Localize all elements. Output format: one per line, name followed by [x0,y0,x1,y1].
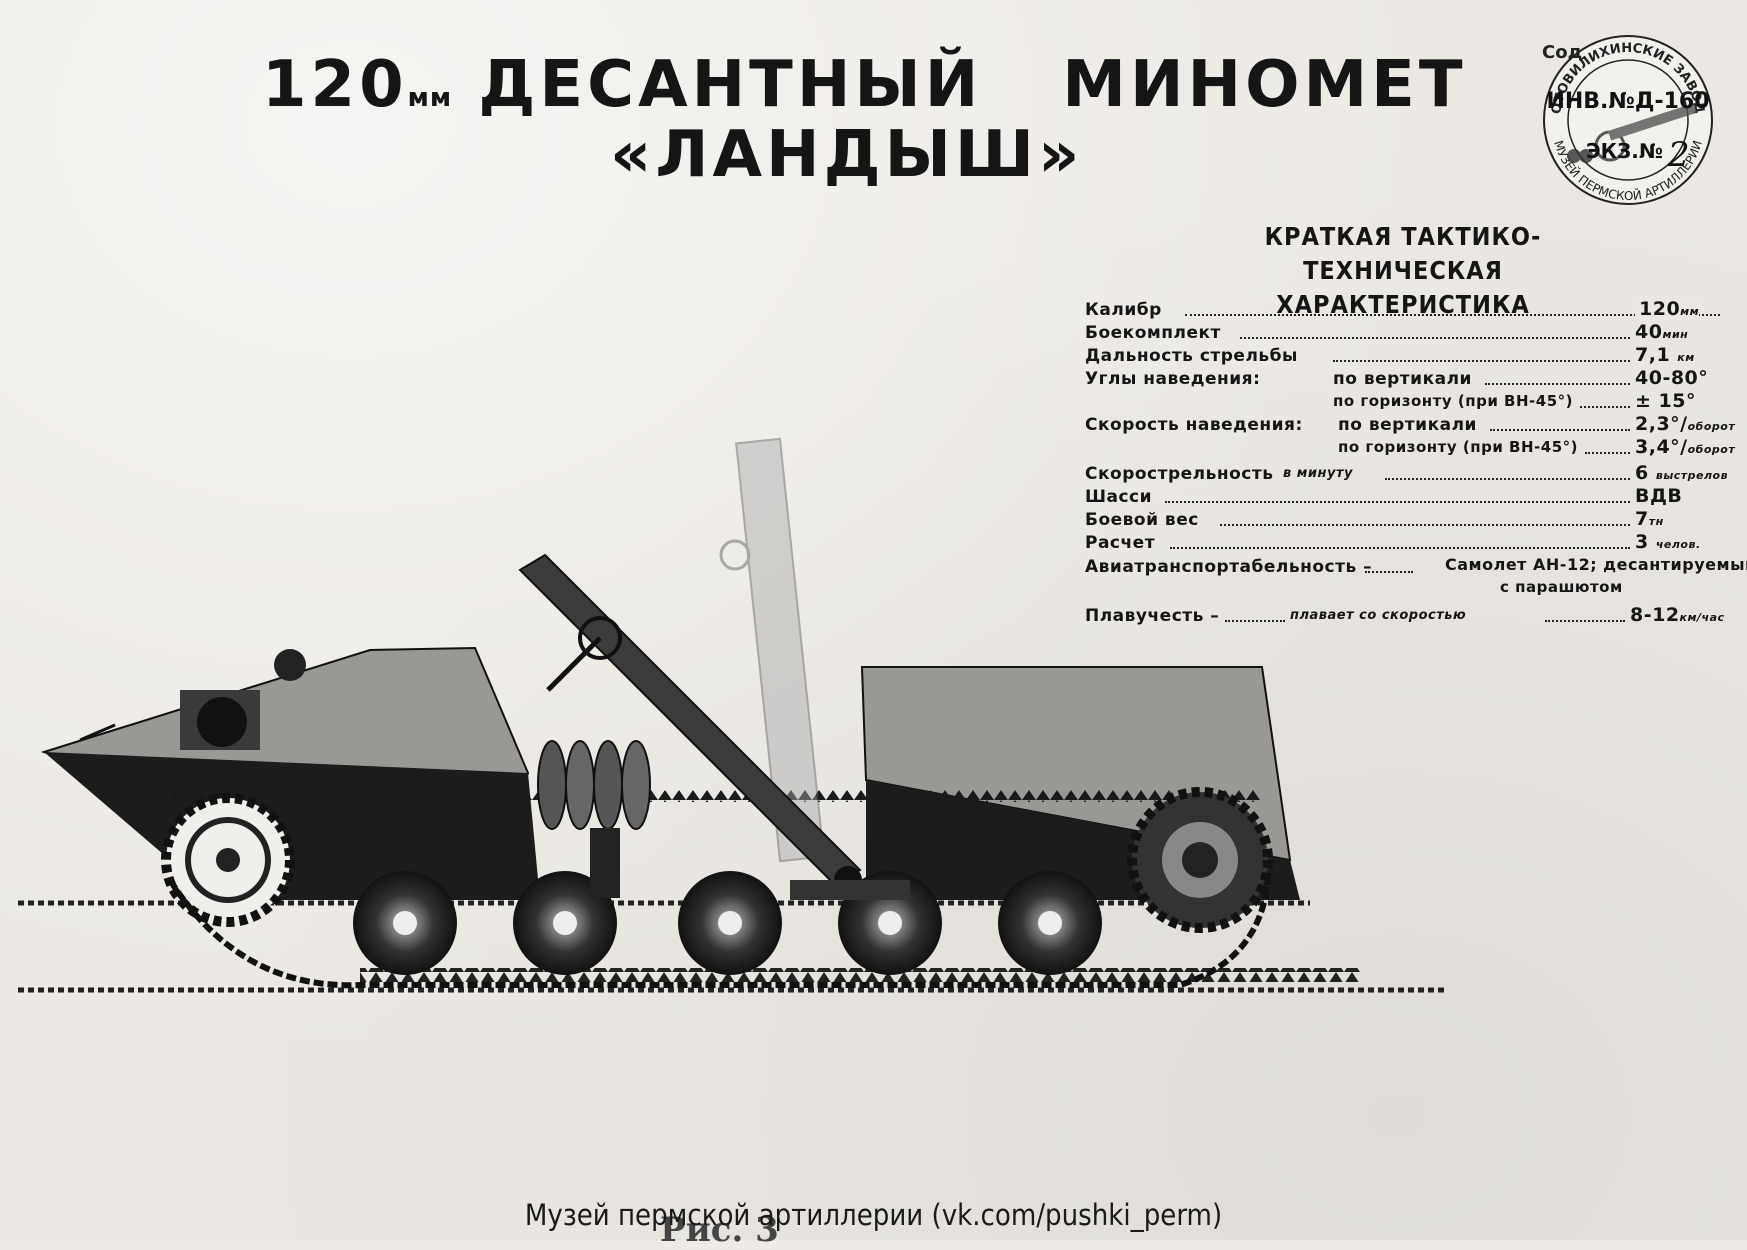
spec-row-laying-speed-horizontal: по горизонту (при ВН-45°) 3,4°/оборот [1085,436,1736,462]
spec-note: в минуту [1283,466,1353,481]
title-word-desantny: ДЕСАНТНЫЙ [478,48,983,122]
upper-track [170,790,1260,802]
spec-row-chassis: Шасси ВДВ [1085,485,1735,511]
spec-row-laying-speed-vertical: Скорость наведения: по вертикали 2,3°/об… [1085,413,1736,439]
spec-row-combat-weight: Боевой вес 7тн [1085,508,1735,534]
spec-value: 40-80° [1635,367,1709,389]
cannon-emblem-icon [1567,103,1697,163]
spec-label: Скорострельность [1085,464,1274,484]
spec-value: 7,1 км [1635,344,1695,366]
title-caliber: 120 [262,48,408,122]
spec-row-rate-of-fire: Скорострельность в минуту 6 выстрелов [1085,462,1735,488]
spec-heading: Краткая тактико-техническая характеристи… [1168,220,1638,322]
front-hull [40,646,540,900]
spec-row-buoyancy: Плавучесть – плавает со скоростью 8-12км… [1085,604,1735,630]
spec-row-ammo: Боекомплект 40мин [1085,321,1735,347]
stamp-corner-text: Сод [1542,42,1582,63]
spec-row-traverse: по горизонту (при ВН-45°) ± 15° [1085,390,1735,416]
title-word-minomet: МИНОМЕТ [1062,48,1467,122]
title-caliber-unit: мм [407,83,453,113]
spec-label: Боевой вес [1085,510,1199,530]
spec-row-crew: Расчет 3 челов. [1085,531,1735,557]
elevation-handwheel-icon [578,616,622,660]
spec-label: Калибр [1085,300,1162,320]
spec-value: 40мин [1635,321,1689,343]
spec-label: Скорость наведения: [1085,415,1303,435]
mortar-tube-raised [719,437,825,863]
front-sprocket [161,793,295,927]
spec-value: с парашютом [1500,578,1623,596]
spec-row-air-transport: Авиатранспортабельность – Самолет АН-12;… [1085,555,1747,581]
spec-row-air-transport-cont: с парашютом [1085,578,1735,604]
museum-caption: Музей пермской артиллерии (vk.com/pushki… [524,1198,1223,1232]
mortar-tube [518,553,910,900]
spec-label: Боекомплект [1085,323,1221,343]
stamp-inventory: ИНВ.№Д-160 [1546,89,1709,114]
spec-label: Дальность стрельбы [1085,346,1298,366]
stamp-copy-label: ЭКЗ.№ [1586,139,1663,163]
lower-track [167,878,1271,989]
spec-sublabel: по горизонту (при ВН-45°) [1333,392,1573,410]
spec-value: 7тн [1635,508,1664,530]
spec-label: Углы наведения: [1085,369,1261,389]
spec-row-range: Дальность стрельбы 7,1 км [1085,344,1735,370]
spec-row-elevation: Углы наведения: по вертикали 40-80° [1085,367,1735,393]
rear-idler [1127,787,1273,933]
spec-value: 3,4°/оборот [1635,436,1736,458]
spec-sublabel: по горизонту (при ВН-45°) [1338,438,1578,456]
spec-note: плавает со скоростью [1290,608,1467,623]
spec-label: Плавучесть – [1085,606,1220,626]
spec-value: Самолет АН-12; десантируемый [1445,555,1747,574]
spec-row-caliber: Калибр 120мм [1085,298,1735,324]
spec-heading-line1: Краткая тактико-техническая [1264,222,1542,285]
stamp-copy-number: 2 [1667,135,1690,175]
spec-value: 120мм [1635,298,1700,320]
spec-value: 6 выстрелов [1635,462,1729,484]
spec-label: Шасси [1085,487,1153,507]
spec-sublabel: по вертикали [1333,369,1472,389]
spec-label: Авиатранспортабельность – [1085,557,1373,577]
spec-value: ВДВ [1635,485,1683,507]
spec-label: Расчет [1085,533,1156,553]
spec-sublabel: по вертикали [1338,415,1477,435]
searchlight-icon [274,649,306,681]
spec-value: 8-12км/час [1630,604,1725,626]
museum-stamp: МОТОВИЛИХИНСКИЕ ЗАВОДЫ МУЗЕЙ ПЕРМСКОЙ АР… [1538,28,1713,205]
spec-value: ± 15° [1635,390,1696,412]
spec-value: 3 челов. [1635,531,1701,553]
document-title-line2: «ЛАНДЫШ» [610,118,1084,192]
mortar-bombs [537,740,651,898]
spec-value: 2,3°/оборот [1635,413,1736,435]
